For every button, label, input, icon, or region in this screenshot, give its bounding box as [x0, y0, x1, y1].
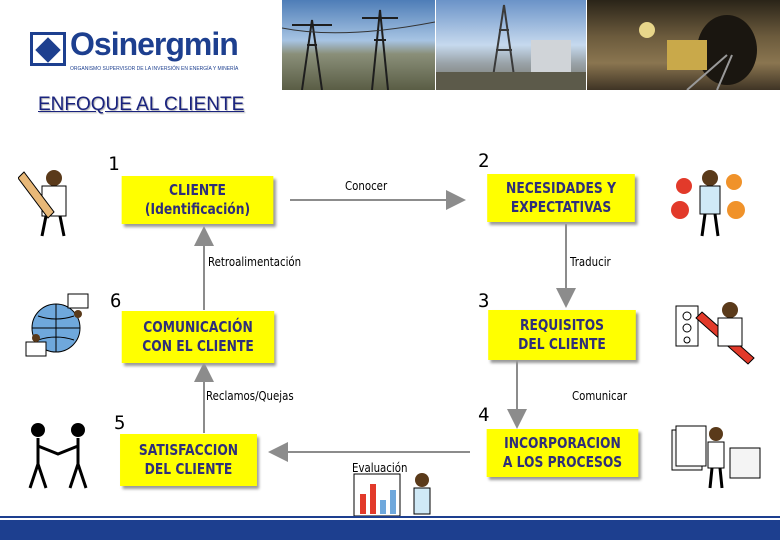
handshake-icon — [28, 423, 88, 489]
node-incorporacion-procesos[interactable]: INCORPORACION A LOS PROCESOS — [486, 429, 639, 477]
logo-wordmark: Osinergmin — [70, 26, 239, 62]
label-traducir: Traducir — [570, 255, 611, 269]
node-comunicacion-cliente[interactable]: COMUNICACIÓN CON EL CLIENTE — [121, 311, 275, 363]
transmission-towers-photo — [282, 0, 435, 90]
node-1-number: 1 — [108, 153, 120, 175]
person-with-chart-icon — [353, 473, 431, 517]
node-5-number: 5 — [114, 412, 126, 434]
footer-bar — [0, 520, 780, 540]
node-cliente-identificacion[interactable]: CLIENTE (Identificación) — [121, 176, 274, 224]
oil-drilling-photo — [436, 0, 586, 90]
person-with-ruler-icon — [18, 170, 67, 237]
label-conocer: Conocer — [345, 179, 388, 193]
label-evaluacion: Evaluación — [352, 461, 408, 475]
label-retroalimentacion: Retroalimentación — [208, 255, 302, 269]
mining-tunnel-photo — [587, 0, 780, 90]
node-2-number: 2 — [478, 150, 490, 172]
node-necesidades-expectativas[interactable]: NECESIDADES Y EXPECTATIVAS — [487, 174, 635, 222]
person-with-fruits-icon — [671, 170, 745, 237]
node-6-number: 6 — [110, 290, 122, 312]
node-requisitos-cliente[interactable]: REQUISITOS DEL CLIENTE — [488, 310, 636, 360]
node-4-number: 4 — [478, 404, 490, 426]
node-satisfaccion-cliente[interactable]: SATISFACCION DEL CLIENTE — [120, 434, 257, 486]
page-title: ENFOQUE AL CLIENTE — [38, 94, 245, 115]
label-comunicar: Comunicar — [572, 389, 628, 403]
osinergmin-logo[interactable]: Osinergmin ORGANISMO SUPERVISOR DE LA IN… — [30, 26, 275, 80]
globe-with-users-icon — [25, 293, 89, 357]
label-reclamos-quejas: Reclamos/Quejas — [206, 389, 294, 403]
logo-mark-icon — [30, 32, 66, 66]
footer-divider — [0, 516, 780, 518]
person-with-document-icon — [675, 302, 755, 365]
person-with-papers-icon — [671, 425, 761, 489]
logo-subtitle: ORGANISMO SUPERVISOR DE LA INVERSIÓN EN … — [70, 66, 239, 72]
node-3-number: 3 — [478, 290, 490, 312]
